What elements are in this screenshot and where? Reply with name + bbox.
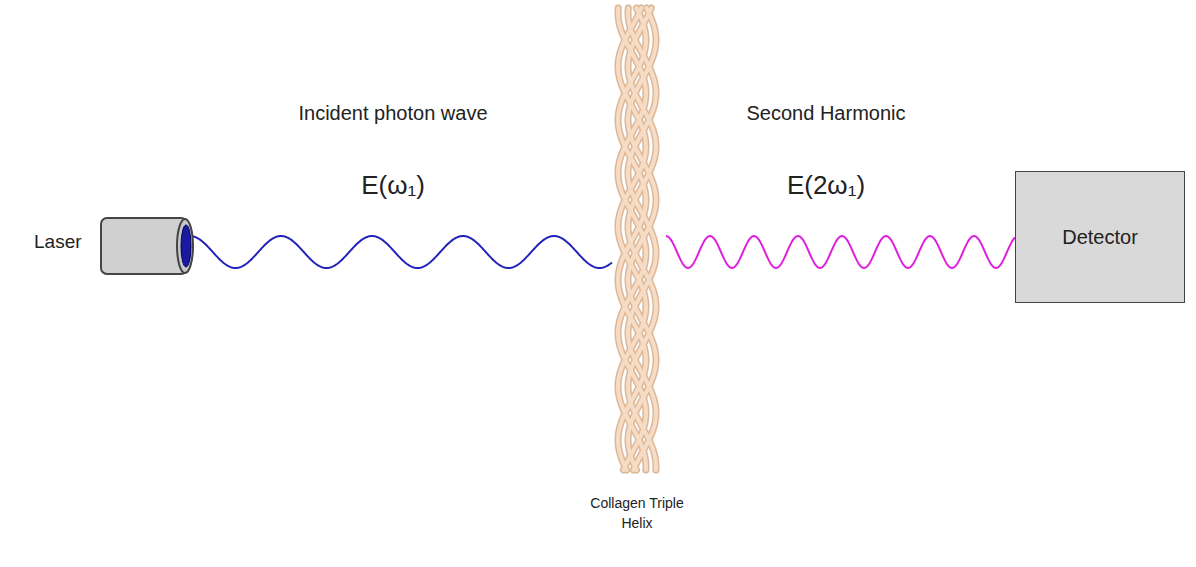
text-label: Incident photon wave (298, 102, 487, 125)
second-harmonic-wave (666, 236, 1015, 268)
helix-strand (618, 8, 646, 470)
text-label: Collagen Triple Helix (577, 493, 697, 534)
text-label: E(2ω₁) (787, 170, 865, 201)
helix-strand (628, 8, 656, 470)
detector-box: Detector (1015, 171, 1185, 303)
collagen-helix (618, 8, 656, 470)
laser-source: Laser (30, 214, 195, 278)
text-label: Second Harmonic (747, 102, 906, 125)
incident-wave (190, 236, 612, 268)
node-label: Laser (34, 231, 82, 253)
node-label: Detector (1062, 226, 1138, 249)
text-label: E(ω₁) (361, 170, 425, 201)
